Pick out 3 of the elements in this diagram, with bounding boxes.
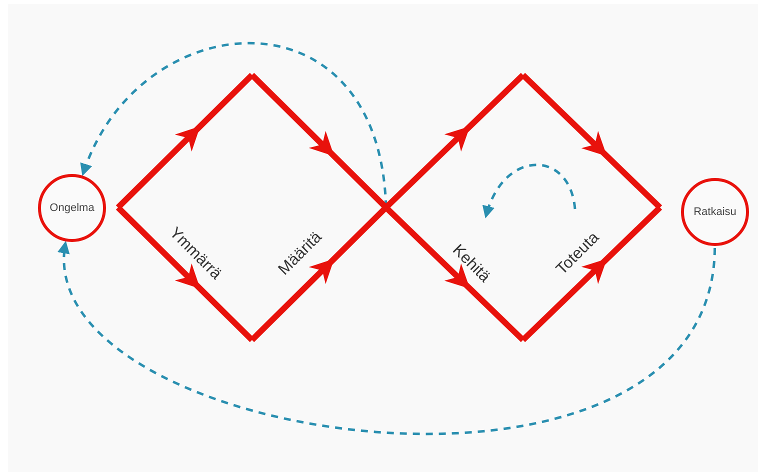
node-text: Ratkaisu xyxy=(694,206,736,218)
dashed-arrow xyxy=(60,240,716,434)
node-text: Ongelma xyxy=(50,202,94,214)
